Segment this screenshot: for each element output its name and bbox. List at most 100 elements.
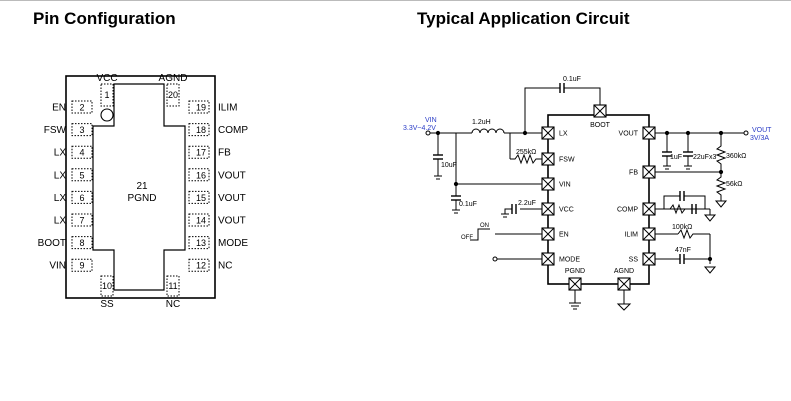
en-switch-icon <box>470 228 490 241</box>
right-pin-name: MODE <box>218 238 248 249</box>
ic-left-pin-label: FSW <box>559 157 575 164</box>
left-pin-number: 4 <box>79 148 84 158</box>
top-rule <box>0 0 791 1</box>
ilim-res-label: 100kΩ <box>672 224 692 231</box>
top-pin-number: 20 <box>168 90 178 100</box>
bottom-pin-number: 11 <box>168 281 177 291</box>
left-pin-number: 2 <box>79 103 84 113</box>
top-pin-name: AGND <box>159 73 188 84</box>
left-pad <box>71 236 93 250</box>
ic-right-pin-label: SS <box>629 257 639 264</box>
boot-cap-label: 0.1uF <box>563 76 581 83</box>
left-pin-number: 3 <box>79 125 84 135</box>
bottom-pad <box>166 275 180 297</box>
left-pad <box>71 258 93 272</box>
left-pin-name: EN <box>52 103 66 114</box>
bottom-pad <box>100 275 114 297</box>
ic-left-pin-label: EN <box>559 232 569 239</box>
left-pin-name: VIN <box>49 261 66 272</box>
left-pin-number: 5 <box>79 170 84 180</box>
ic-right-pin-label: ILIM <box>624 232 638 239</box>
top-pad <box>100 83 114 107</box>
fsw-resistor-icon <box>510 153 543 165</box>
right-pad <box>188 258 210 272</box>
ss-cap-label: 47nF <box>675 247 691 254</box>
ic-top-pin-label: BOOT <box>590 122 611 129</box>
boot-wire <box>524 87 560 133</box>
right-pin-number: 19 <box>196 103 206 113</box>
right-pin-name: NC <box>218 261 232 272</box>
right-pin-number: 15 <box>196 193 206 203</box>
application-circuit-title: Typical Application Circuit <box>417 9 630 28</box>
pin-configuration-title: Pin Configuration <box>33 9 176 28</box>
top-pin-name: VCC <box>96 73 117 84</box>
right-pin-name: FB <box>218 148 231 159</box>
right-pad <box>188 168 210 182</box>
left-pad <box>71 190 93 204</box>
right-pin-name: VOUT <box>218 216 246 227</box>
ic-bottom-pin-label: AGND <box>614 268 634 275</box>
left-pad <box>71 100 93 114</box>
vout-value-label: 3V/3A <box>750 135 769 142</box>
fb-bottom-resistor-icon <box>715 172 727 201</box>
left-pad <box>71 168 93 182</box>
inductor-label: 1.2uH <box>472 119 491 126</box>
fb-top-label: 360kΩ <box>726 153 746 160</box>
right-pin-number: 16 <box>196 170 206 180</box>
bottom-pin-name: SS <box>100 299 114 310</box>
switch-off-label: OFF <box>461 235 473 241</box>
center-pad-number: 21 <box>136 181 148 192</box>
fsw-res-label: 255kΩ <box>516 149 536 156</box>
left-pin-name: LX <box>54 148 67 159</box>
vcc-cap-label: 2.2uF <box>518 200 536 207</box>
ic-right-pin-label: FB <box>629 170 638 177</box>
ic-left-pin-label: VCC <box>559 207 574 214</box>
ic-left-pin-label: VIN <box>559 182 571 189</box>
cin-label: 10uF <box>441 162 457 169</box>
right-pin-name: COMP <box>218 125 248 136</box>
left-pin-name: LX <box>54 216 67 227</box>
right-pad <box>188 213 210 227</box>
ic-bottom-pin-label: PGND <box>565 268 585 275</box>
top-pin-number: 1 <box>104 90 109 100</box>
right-pin-number: 12 <box>196 261 206 271</box>
left-pad <box>71 213 93 227</box>
vin-range-label: 3.3V~4.2V <box>403 125 436 132</box>
right-pin-number: 13 <box>196 238 206 248</box>
bottom-pin-number: 10 <box>102 281 112 291</box>
right-pin-number: 18 <box>196 125 206 135</box>
ic-left-pin-label: LX <box>559 131 568 138</box>
right-pad <box>188 190 210 204</box>
left-pin-name: FSW <box>44 125 67 136</box>
vin-label: VIN <box>425 117 437 124</box>
left-pin-name: LX <box>54 170 67 181</box>
vin-cap-label: 0.1uF <box>459 201 477 208</box>
right-pad <box>188 123 210 137</box>
left-pin-number: 7 <box>79 216 84 226</box>
left-pin-number: 9 <box>79 261 84 271</box>
package-outline <box>65 75 216 299</box>
switch-on-label: ON <box>480 223 489 229</box>
right-pin-name: VOUT <box>218 170 246 181</box>
cout2-label: 22uFx3 <box>693 154 716 161</box>
fb-bot-label: 56kΩ <box>726 181 743 188</box>
exposed-pad <box>92 83 186 291</box>
left-pin-name: BOOT <box>38 238 66 249</box>
right-pin-number: 17 <box>196 148 206 158</box>
center-pad-name: PGND <box>128 193 157 204</box>
right-pin-number: 14 <box>196 216 206 226</box>
left-pad <box>71 145 93 159</box>
right-pad <box>188 100 210 114</box>
left-pin-number: 8 <box>79 238 84 248</box>
pin1-marker-icon <box>100 108 114 122</box>
ic-left-pin-label: MODE <box>559 257 580 264</box>
left-pin-number: 6 <box>79 193 84 203</box>
inductor-icon <box>471 128 505 134</box>
ic-right-pin-label: VOUT <box>619 131 639 138</box>
cout1-label: 1uF <box>670 154 682 161</box>
left-pin-name: LX <box>54 193 67 204</box>
right-pin-name: ILIM <box>218 103 237 114</box>
vout-label: VOUT <box>752 127 772 134</box>
